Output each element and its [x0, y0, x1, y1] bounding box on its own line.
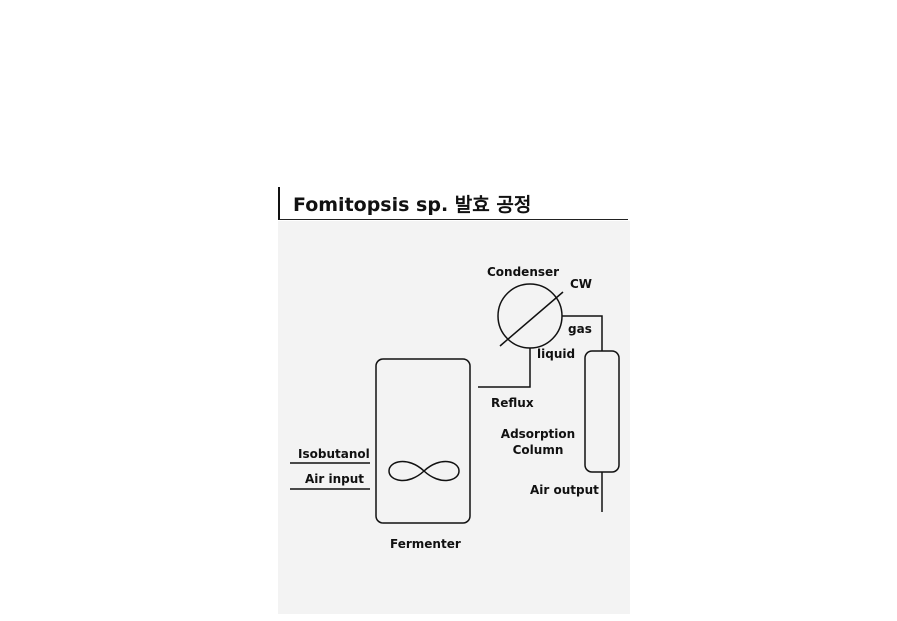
- air-output-label: Air output: [530, 483, 599, 497]
- column-label: Column: [513, 443, 564, 457]
- fermenter-vessel: [375, 358, 471, 524]
- air-input-label: Air input: [305, 472, 364, 486]
- diagram-header: Fomitopsis sp. 발효 공정: [278, 187, 628, 220]
- isobutanol-label: Isobutanol: [298, 447, 370, 461]
- adsorption-label: Adsorption: [501, 427, 575, 441]
- reflux-pipe: [478, 348, 531, 388]
- reflux-label: Reflux: [491, 396, 534, 410]
- cw-label: CW: [570, 277, 592, 291]
- diagram-panel: [278, 221, 630, 614]
- condenser-cooling-line: [499, 291, 564, 347]
- adsorption-column: [584, 350, 620, 473]
- diagram-title: Fomitopsis sp. 발효 공정: [293, 194, 532, 216]
- fermenter: [375, 358, 471, 524]
- condenser: [497, 283, 564, 349]
- liquid-label: liquid: [537, 347, 575, 361]
- gas-pipe: [562, 315, 603, 351]
- agitator-icon: [388, 460, 460, 482]
- gas-label: gas: [568, 322, 592, 336]
- piping: [290, 315, 603, 512]
- condenser-label: Condenser: [487, 265, 559, 279]
- fermenter-label: Fermenter: [390, 537, 461, 551]
- condenser-vessel: [497, 283, 563, 349]
